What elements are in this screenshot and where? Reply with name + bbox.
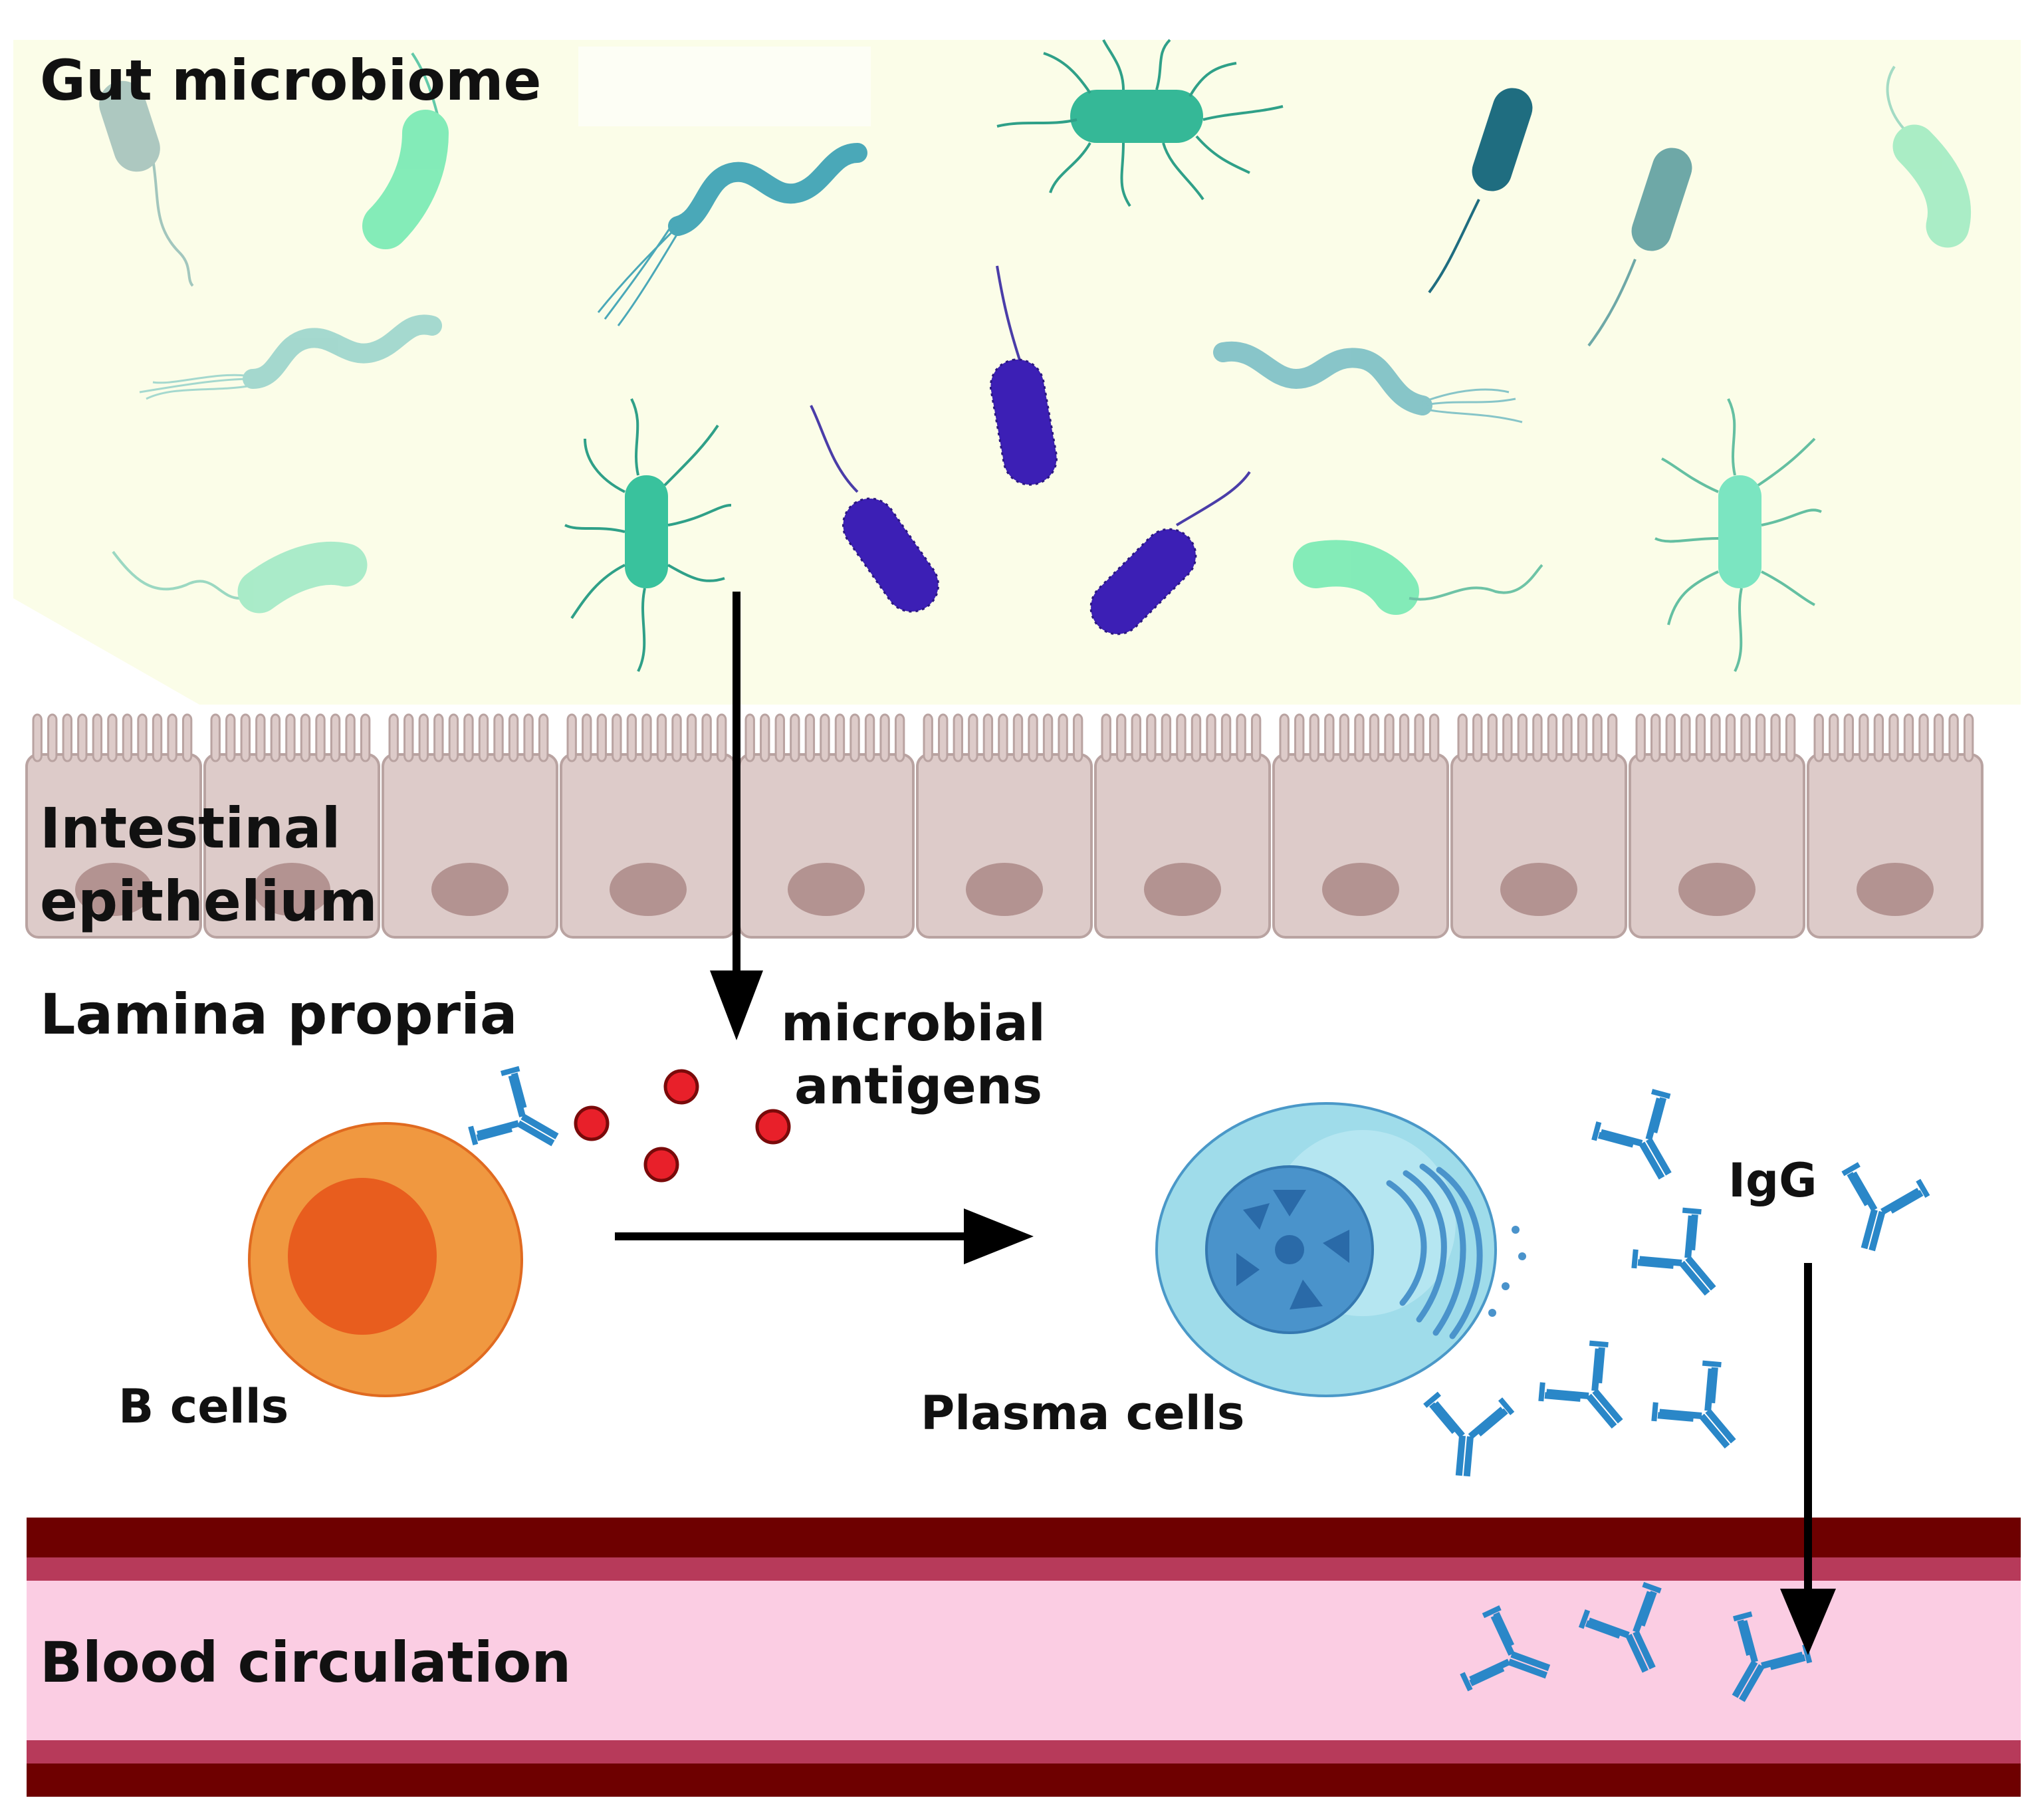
bacterium-icon bbox=[99, 80, 194, 287]
bacterium-icon bbox=[597, 143, 867, 326]
bacterium-icon bbox=[1213, 341, 1523, 423]
intestinal-epithelium bbox=[25, 713, 1983, 939]
epithelial-nucleus bbox=[75, 863, 152, 916]
microbial-antigens-label-line2: antigens bbox=[794, 1056, 1042, 1115]
antibody-icon bbox=[1587, 1085, 1703, 1198]
antigen-icon bbox=[574, 1105, 610, 1141]
epithelial-cell bbox=[1450, 713, 1627, 939]
bacterium-icon bbox=[112, 541, 368, 614]
epithelial-cell bbox=[916, 713, 1093, 939]
b-cells-label: B cells bbox=[118, 1379, 288, 1434]
antigen-icon bbox=[643, 1147, 679, 1183]
vessel-wall-top-inner bbox=[27, 1557, 2021, 1581]
bacterium-icon bbox=[810, 405, 940, 613]
epithelial-nucleus bbox=[966, 863, 1043, 916]
vessel-wall-top bbox=[27, 1518, 2021, 1557]
epithelial-cell bbox=[1807, 713, 1983, 939]
b-cell-nucleus bbox=[288, 1178, 437, 1335]
vessel-wall-bottom bbox=[27, 1763, 2021, 1797]
antibody-icon bbox=[1532, 1335, 1650, 1452]
epithelial-nucleus bbox=[253, 863, 330, 916]
antibody-icon bbox=[1645, 1355, 1763, 1472]
antibody-icon bbox=[1826, 1161, 1932, 1261]
blood-vessel bbox=[27, 1518, 2021, 1797]
blood-circulation-label: Blood circulation bbox=[40, 1630, 571, 1695]
igg-label: IgG bbox=[1728, 1153, 1817, 1208]
chromatin bbox=[1236, 1190, 1349, 1309]
antibody-icon bbox=[1419, 1393, 1514, 1480]
bacterium-icon bbox=[1089, 471, 1251, 635]
bacterium-icon bbox=[1587, 148, 1692, 347]
epithelial-nucleus bbox=[1678, 863, 1756, 916]
antigen-icon bbox=[755, 1109, 791, 1145]
bacterium-icon bbox=[1293, 540, 1543, 615]
plasma-cell bbox=[1155, 1102, 1526, 1397]
bacterium-icon bbox=[1886, 65, 1972, 248]
bacterium-icon bbox=[996, 39, 1284, 207]
epithelial-nucleus bbox=[431, 863, 509, 916]
gut-microbiome-label: Gut microbiome bbox=[40, 48, 542, 113]
bacterium-icon bbox=[1428, 88, 1533, 294]
antibody-icon bbox=[1625, 1202, 1744, 1319]
label-patch bbox=[578, 47, 871, 126]
epithelial-nucleus bbox=[610, 863, 687, 916]
antibody-icon bbox=[464, 1062, 577, 1178]
epithelial-nucleus bbox=[1857, 863, 1934, 916]
epithelial-nucleus bbox=[1322, 863, 1399, 916]
b-cell bbox=[248, 1122, 523, 1397]
epithelial-cell bbox=[1272, 713, 1449, 939]
epithelial-cell bbox=[203, 713, 380, 939]
epithelial-cell bbox=[1094, 713, 1271, 939]
arrow-translocation bbox=[710, 592, 763, 1040]
epithelial-nucleus bbox=[1144, 863, 1221, 916]
microbial-antigens bbox=[574, 1069, 791, 1183]
microbiome-region bbox=[13, 39, 2021, 705]
plasma-cells-label: Plasma cells bbox=[921, 1386, 1244, 1440]
epithelial-nucleus bbox=[788, 863, 865, 916]
intestinal-epithelium-label-line1: Intestinal bbox=[40, 796, 340, 861]
microbial-antigens-label-line1: microbial bbox=[781, 993, 1046, 1052]
blood-lumen bbox=[27, 1581, 2021, 1740]
epithelial-nucleus bbox=[1500, 863, 1577, 916]
lamina-propria-label: Lamina propria bbox=[40, 982, 518, 1047]
bacterium-icon bbox=[989, 265, 1058, 486]
epithelial-cell bbox=[382, 713, 558, 939]
arrow-differentiation bbox=[615, 1208, 1034, 1264]
bacterium-icon bbox=[362, 52, 449, 249]
endoplasmic-reticulum bbox=[1386, 1163, 1526, 1339]
bacterium-icon bbox=[564, 398, 732, 672]
epithelial-cell bbox=[25, 713, 202, 939]
epithelial-cell bbox=[738, 713, 915, 939]
vessel-wall-bottom-inner bbox=[27, 1740, 2021, 1763]
intestinal-epithelium-label-line2: epithelium bbox=[40, 869, 378, 934]
epithelial-cell bbox=[560, 713, 737, 939]
epithelial-cell bbox=[1629, 713, 1805, 939]
antigen-icon bbox=[663, 1069, 699, 1105]
bacterium-icon bbox=[139, 314, 442, 400]
arrow-igg-to-blood bbox=[1780, 1263, 1836, 1655]
bacterium-icon bbox=[1654, 398, 1822, 672]
